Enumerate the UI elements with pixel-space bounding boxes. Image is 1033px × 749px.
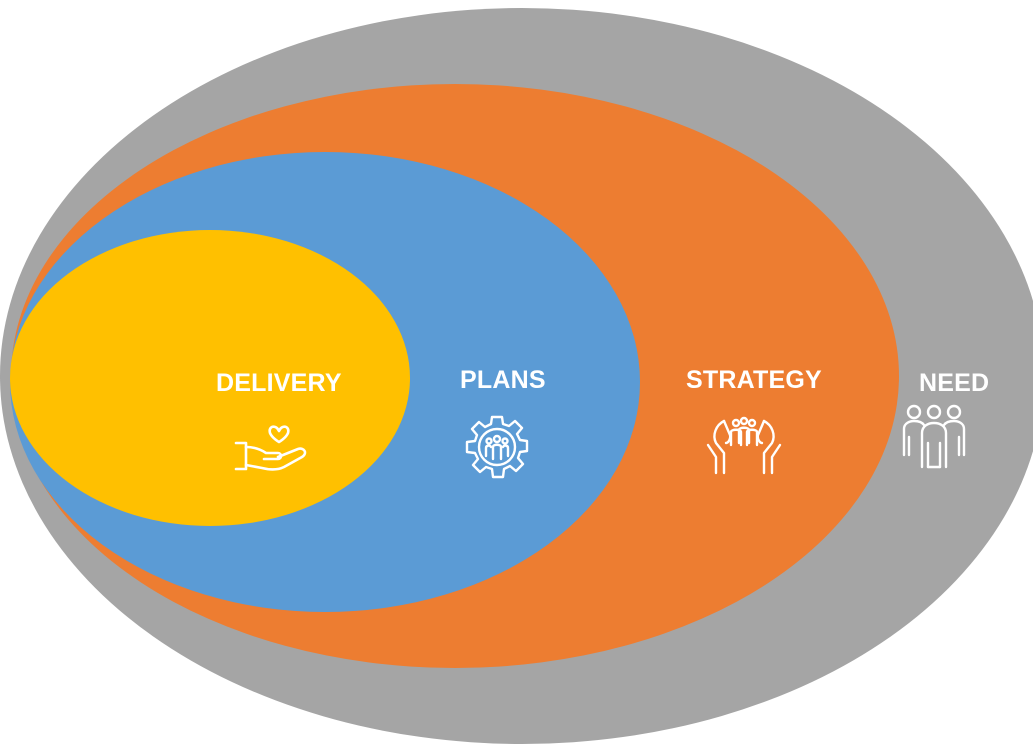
delivery-label: DELIVERY xyxy=(216,369,342,397)
group-of-people-icon xyxy=(900,403,968,469)
gear-with-people-icon xyxy=(462,413,532,483)
hands-holding-people-icon xyxy=(704,413,784,475)
need-label: NEED xyxy=(919,369,990,397)
plans-label: PLANS xyxy=(460,366,546,394)
strategy-label: STRATEGY xyxy=(686,366,822,394)
hand-with-heart-icon xyxy=(232,423,312,475)
delivery-ellipse xyxy=(10,230,410,526)
